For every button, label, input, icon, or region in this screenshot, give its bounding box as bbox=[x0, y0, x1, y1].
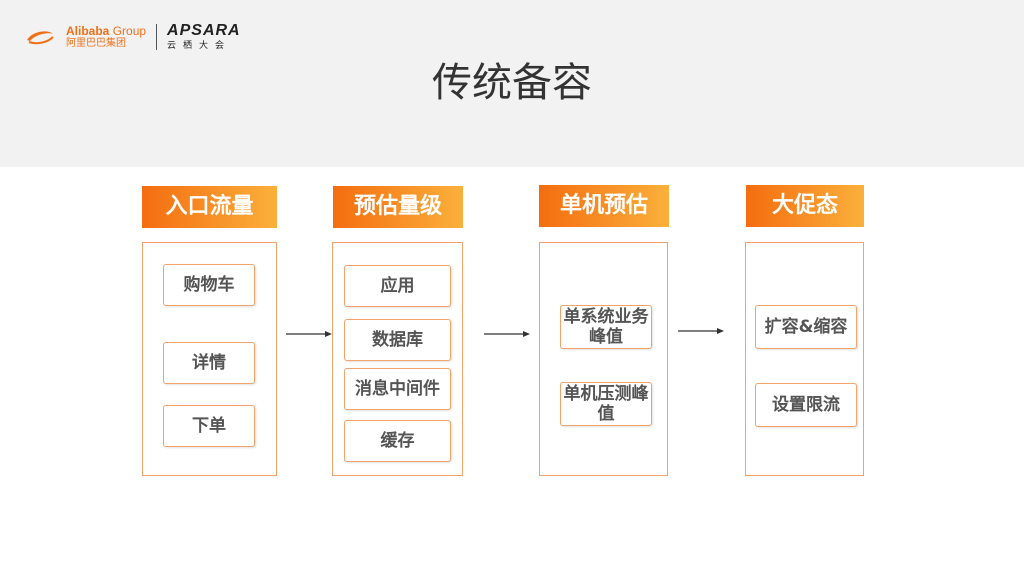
logo-divider bbox=[156, 24, 158, 50]
item-cache: 缓存 bbox=[344, 420, 451, 462]
item-database: 数据库 bbox=[344, 319, 451, 361]
apsara-cn-name: 云栖大会 bbox=[167, 41, 232, 51]
item-message-middleware: 消息中间件 bbox=[344, 368, 451, 410]
flow-arrow-3 bbox=[678, 328, 724, 334]
header-band bbox=[0, 0, 1024, 167]
item-system-peak: 单系统业务峰值 bbox=[560, 305, 652, 349]
column-box-single-machine-estimate bbox=[539, 242, 668, 476]
item-application: 应用 bbox=[344, 265, 451, 307]
alibaba-group: Group bbox=[112, 24, 147, 38]
alibaba-logo-icon bbox=[27, 31, 54, 45]
brand-logos: Alibaba Group 阿里巴巴集团 APSARA 云栖大会 bbox=[24, 20, 241, 54]
item-rate-limit: 设置限流 bbox=[755, 383, 857, 427]
flow-arrow-2 bbox=[484, 331, 530, 337]
column-box-promotion-state bbox=[745, 242, 864, 476]
alibaba-name: Alibaba bbox=[66, 24, 110, 38]
item-scale-in-out: 扩容&缩容 bbox=[755, 305, 857, 349]
flow-arrow-1 bbox=[286, 331, 332, 337]
item-detail: 详情 bbox=[163, 342, 255, 384]
apsara-logo: APSARA 云栖大会 bbox=[167, 23, 241, 51]
item-pressure-test-peak: 单机压测峰值 bbox=[560, 382, 652, 426]
column-header-single-machine-estimate: 单机预估 bbox=[539, 185, 669, 227]
column-header-entry-traffic: 入口流量 bbox=[142, 186, 277, 228]
alibaba-wordmark: Alibaba Group 阿里巴巴集团 bbox=[66, 25, 146, 49]
column-header-estimate-scale: 预估量级 bbox=[333, 186, 463, 228]
apsara-name: APSARA bbox=[167, 22, 241, 39]
alibaba-cn-name: 阿里巴巴集团 bbox=[66, 38, 126, 49]
column-header-promotion-state: 大促态 bbox=[746, 185, 864, 227]
item-cart: 购物车 bbox=[163, 264, 255, 306]
item-order: 下单 bbox=[163, 405, 255, 447]
page-title: 传统备容 bbox=[432, 60, 592, 106]
